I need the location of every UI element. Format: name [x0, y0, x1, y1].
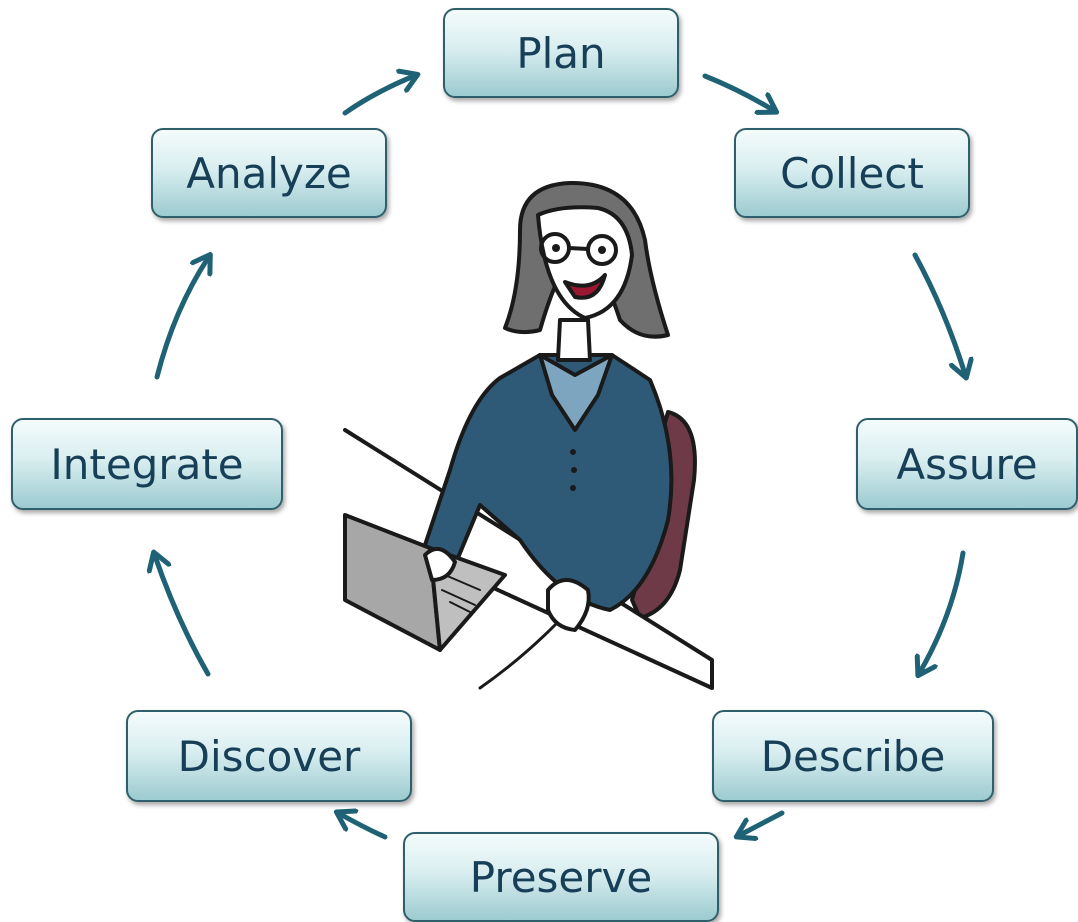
arrow-assure-to-describe: [920, 550, 966, 672]
step-plan-label: Plan: [516, 28, 606, 78]
step-describe-label: Describe: [760, 731, 946, 781]
arrow-integrate-to-analyze: [154, 258, 208, 380]
arrow-preserve-to-discover: [340, 814, 388, 840]
collar: [538, 353, 614, 432]
step-describe: Describe: [712, 710, 994, 802]
step-analyze: Analyze: [151, 128, 387, 218]
arrow-discover-to-integrate: [155, 556, 211, 677]
step-plan: Plan: [443, 8, 679, 98]
arrow-plan-to-collect: [702, 73, 773, 110]
step-assure: Assure: [856, 418, 1078, 510]
step-preserve-label: Preserve: [469, 852, 653, 902]
step-integrate-label: Integrate: [50, 439, 244, 489]
step-discover-label: Discover: [177, 731, 361, 781]
mouse-cable: [478, 623, 557, 690]
step-collect: Collect: [734, 128, 970, 218]
neck: [556, 318, 592, 362]
arrow-analyze-to-plan: [342, 76, 414, 116]
step-analyze-label: Analyze: [186, 148, 352, 198]
step-collect-label: Collect: [780, 148, 924, 198]
mouth: [563, 273, 607, 300]
step-assure-label: Assure: [896, 439, 1038, 489]
left-hand: [423, 546, 457, 582]
step-integrate: Integrate: [11, 418, 283, 510]
right-hand: [546, 578, 591, 632]
step-preserve: Preserve: [403, 832, 719, 922]
arrow-describe-to-preserve: [740, 810, 785, 835]
arrow-collect-to-assure: [912, 252, 965, 374]
step-discover: Discover: [126, 710, 412, 802]
